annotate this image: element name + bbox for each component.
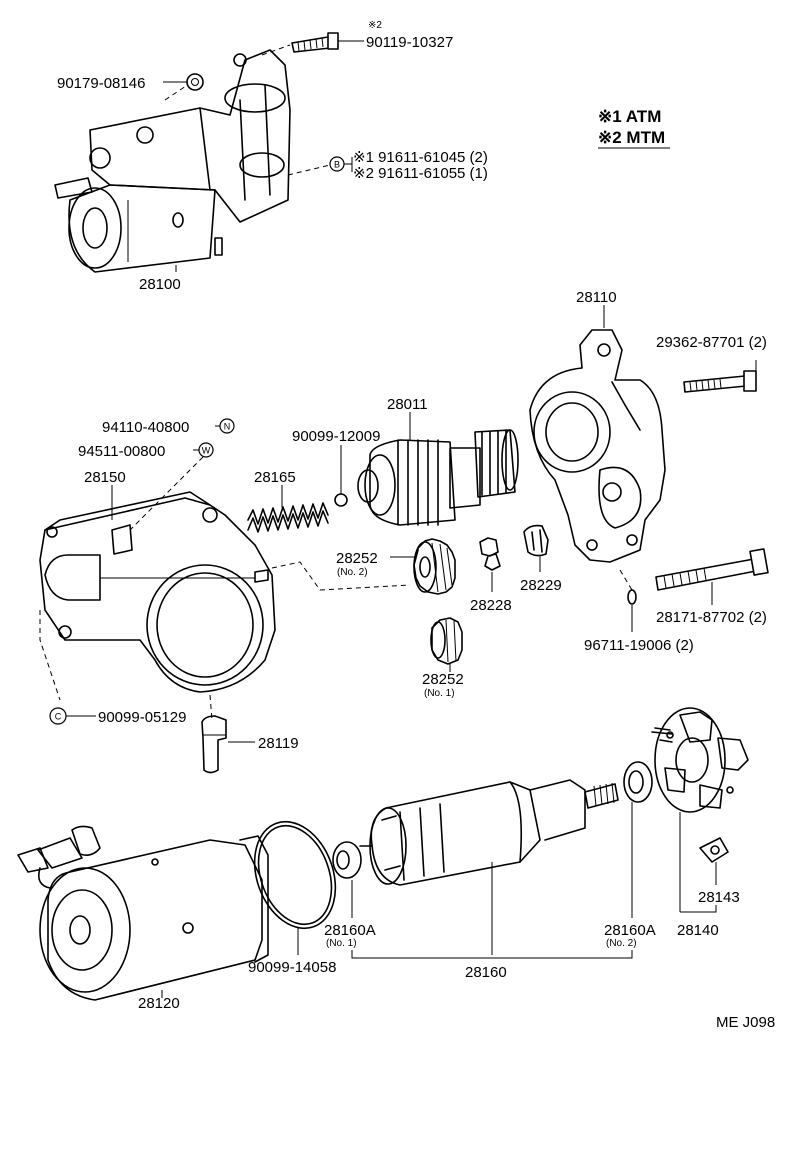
label-28252-no1: 28252 (422, 671, 464, 688)
svg-text:N: N (224, 422, 231, 432)
label-96711-19006: 96711-19006 (2) (584, 637, 694, 654)
gear-28252-no1 (430, 617, 463, 672)
brush-spring-28143 (680, 837, 729, 913)
label-29362-87701: 29362-87701 (2) (656, 334, 767, 351)
legend: ※1 ATM ※2 MTM (598, 107, 670, 149)
legend-mtm: ※2 MTM (598, 128, 665, 147)
label-28229: 28229 (520, 577, 562, 594)
starter-assembly-illustration (54, 44, 331, 273)
marker-b: B (329, 156, 353, 172)
armature-28160 (359, 779, 619, 955)
svg-text:B: B (334, 160, 340, 170)
bearing-28160a-no1 (332, 841, 362, 918)
label-28119: 28119 (258, 735, 299, 752)
label-90099-12009: 90099-12009 (292, 428, 380, 445)
svg-text:C: C (55, 712, 62, 722)
label-28100: 28100 (139, 276, 181, 293)
marker-c: C (39, 610, 96, 725)
label-90119-10327: 90119-10327 (366, 34, 453, 51)
bracket-28160 (351, 950, 633, 959)
label-90099-14058: 90099-14058 (248, 959, 336, 976)
washer-96711 (619, 569, 637, 632)
solenoid-28150 (39, 485, 411, 693)
label-28143: 28143 (698, 889, 740, 906)
label-94110-40800: 94110-40800 (102, 419, 189, 436)
marker-w: W (129, 442, 214, 531)
housing-28110 (529, 305, 666, 563)
label-90119-note: ※2 (368, 20, 382, 31)
label-91611-61045: ※1 91611-61045 (2) (353, 149, 488, 166)
label-94511-00800: 94511-00800 (78, 443, 165, 460)
label-28160a-no2: 28160A (604, 922, 656, 939)
label-28252-no2: 28252 (336, 550, 378, 567)
label-28171-87702: 28171-87702 (2) (656, 609, 767, 626)
cap-28229 (523, 524, 549, 572)
label-28160: 28160 (465, 964, 507, 981)
label-28160a-no1: 28160A (324, 922, 376, 939)
brush-holder-28140 (651, 707, 749, 912)
bolt-29362 (683, 360, 757, 393)
spring-28165 (247, 485, 329, 533)
label-90179-08146: 90179-08146 (57, 75, 145, 92)
bolt-90119 (291, 32, 364, 53)
svg-text:W: W (202, 446, 211, 456)
label-28150: 28150 (84, 469, 126, 486)
label-28160a-no2-sub: (No. 2) (606, 938, 637, 949)
retainer-28228 (479, 537, 501, 592)
clutch-28011 (357, 412, 519, 526)
label-28228: 28228 (470, 597, 512, 614)
label-28165: 28165 (254, 469, 296, 486)
label-28120: 28120 (138, 995, 180, 1012)
label-28252-no2-sub: (No. 2) (337, 567, 368, 578)
label-28252-no1-sub: (No. 1) (424, 688, 455, 699)
plunger-28119 (201, 694, 255, 774)
yoke-28120 (17, 825, 269, 1001)
label-90099-05129: 90099-05129 (98, 709, 186, 726)
nut-90179 (163, 73, 204, 91)
label-91611-61055: ※2 91611-61055 (1) (353, 165, 488, 182)
gear-28252-no2 (390, 538, 456, 595)
oring-90099-14058 (253, 820, 337, 955)
bearing-28160a-no2 (623, 761, 653, 918)
marker-n: N (215, 418, 235, 434)
reference-code: ME J098 (716, 1014, 775, 1031)
legend-atm: ※1 ATM (598, 107, 661, 126)
label-28110: 28110 (576, 289, 617, 306)
ball-90099-12009 (334, 445, 348, 507)
bolt-28171 (655, 548, 769, 605)
label-28160a-no1-sub: (No. 1) (326, 938, 357, 949)
label-28140: 28140 (677, 922, 719, 939)
label-28011: 28011 (387, 396, 428, 413)
